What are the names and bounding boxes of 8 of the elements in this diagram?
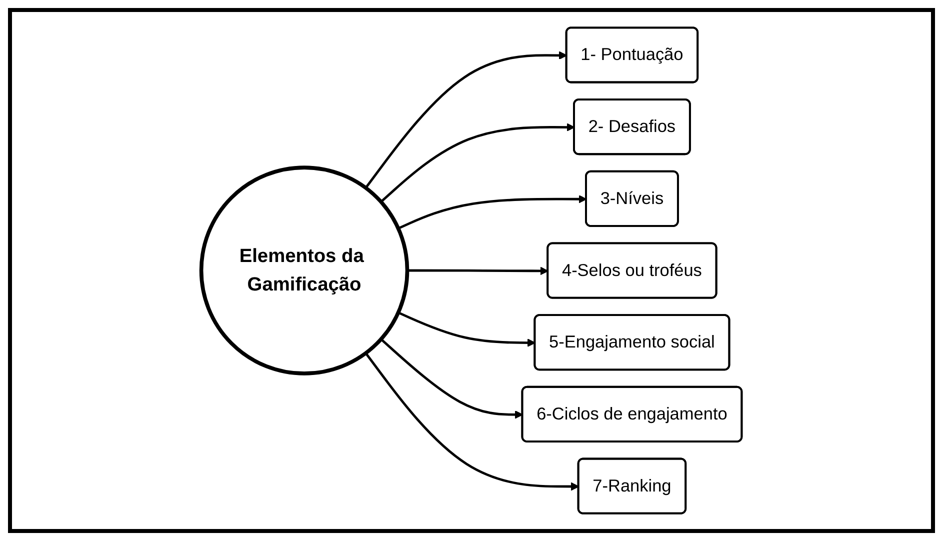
arrow — [398, 194, 587, 230]
node-circle: Elementos da Gamificação — [199, 166, 410, 376]
arrow — [364, 352, 580, 491]
arrow — [407, 266, 548, 276]
arrow — [398, 312, 536, 347]
arrow — [380, 338, 524, 419]
arrow — [380, 123, 575, 203]
arrow — [364, 51, 568, 189]
